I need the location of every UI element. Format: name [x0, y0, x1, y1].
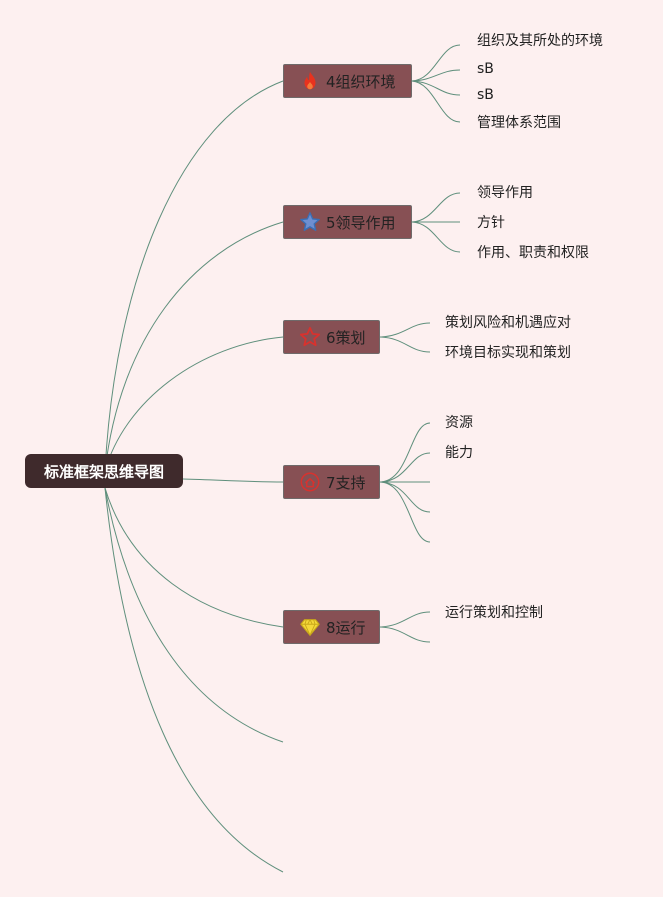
- leaf-item[interactable]: 策划风险和机遇应对: [445, 315, 571, 331]
- leaf-item[interactable]: 能力: [445, 445, 473, 461]
- branch-node-8[interactable]: 8运行: [283, 610, 380, 644]
- leaf-item[interactable]: 环境目标实现和策划: [445, 345, 571, 361]
- root-link-empty-2: [104, 487, 284, 873]
- leaf-item[interactable]: 领导作用: [477, 185, 533, 201]
- root-link-6: [104, 336, 284, 472]
- branch-node-5[interactable]: 5领导作用: [283, 205, 412, 239]
- leaf-item[interactable]: sB: [477, 87, 494, 103]
- leaf-item[interactable]: 运行策划和控制: [445, 605, 543, 621]
- root-link-7: [182, 478, 284, 483]
- branch-label-8: 8运行: [326, 618, 366, 637]
- root-label: 标准框架思维导图: [43, 462, 164, 481]
- star-icon: [299, 211, 321, 233]
- root-node[interactable]: 标准框架思维导图: [25, 454, 183, 488]
- branch-node-4[interactable]: 4组织环境: [283, 64, 412, 98]
- leaf-item[interactable]: 管理体系范围: [477, 115, 561, 131]
- star-outline-icon: [299, 326, 321, 348]
- house-icon: [299, 471, 321, 493]
- leaf-item[interactable]: sB: [477, 61, 494, 77]
- branch-label-5: 5领导作用: [326, 213, 396, 232]
- root-link-4: [104, 80, 284, 472]
- branch-node-6[interactable]: 6策划: [283, 320, 380, 354]
- leaf-item[interactable]: 作用、职责和权限: [477, 245, 589, 261]
- leaf-item[interactable]: 方针: [477, 215, 505, 231]
- leaf-item[interactable]: 组织及其所处的环境: [477, 33, 603, 49]
- diamond-icon: [299, 616, 321, 638]
- root-link-empty-1: [104, 487, 284, 743]
- root-link-5: [104, 221, 284, 472]
- flame-icon: [299, 70, 321, 92]
- leaf-item[interactable]: 资源: [445, 415, 473, 431]
- branch-label-4: 4组织环境: [326, 72, 396, 91]
- branch-node-7[interactable]: 7支持: [283, 465, 380, 499]
- branch-label-6: 6策划: [326, 328, 366, 347]
- branch-label-7: 7支持: [326, 473, 366, 492]
- root-link-8: [104, 487, 284, 628]
